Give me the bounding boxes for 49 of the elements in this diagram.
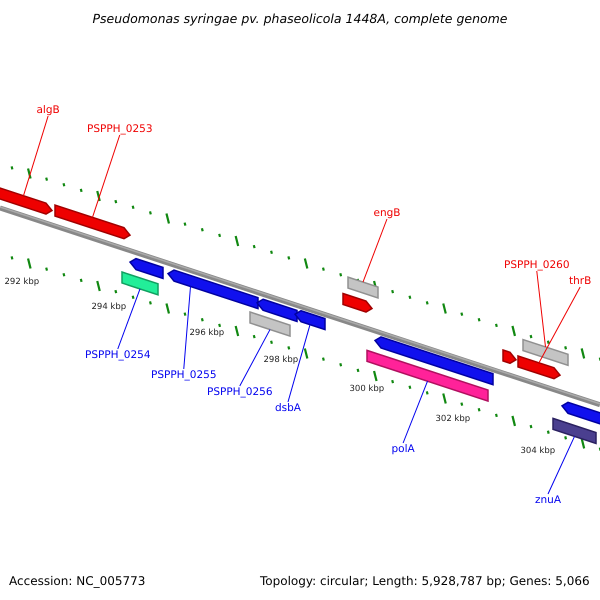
gene-feature — [249, 310, 291, 338]
gene-label: thrB — [569, 275, 592, 287]
leader-line — [183, 286, 191, 370]
leader-line — [538, 286, 581, 364]
scale-label: 292 kbp — [4, 277, 40, 287]
gene-label: PSPPH_0260 — [504, 259, 570, 271]
genome-info-text: Topology: circular; Length: 5,928,787 bp; Genes: 5,066 — [260, 574, 590, 588]
gene-feature — [121, 270, 159, 296]
leader-line — [23, 116, 49, 196]
title: Pseudomonas syringae pv. phaseolicola 1448A, complete genome — [92, 10, 508, 26]
gene-feature — [0, 185, 54, 215]
gene-feature — [366, 349, 489, 402]
leader-line — [362, 218, 388, 283]
gene-feature — [54, 204, 132, 240]
leader-line — [92, 134, 120, 218]
leader-line — [117, 288, 140, 350]
leader-line — [239, 329, 270, 386]
gene-feature — [294, 310, 326, 331]
gene-label: PSPPH_0253 — [87, 123, 153, 135]
scale-label: 296 kbp — [190, 328, 224, 338]
gene-label: PSPPH_0254 — [85, 349, 151, 361]
gene-feature — [522, 338, 569, 366]
scale-label: 302 kbp — [436, 414, 470, 424]
gene-feature — [342, 292, 374, 313]
gene-feature — [552, 417, 597, 445]
leader-line — [402, 380, 428, 444]
gene-label: engB — [374, 207, 400, 219]
gene-feature — [374, 336, 494, 386]
leader-line — [288, 324, 310, 402]
gene-label: znuA — [535, 494, 562, 506]
gene-label: dsbA — [275, 402, 301, 414]
gene-feature — [517, 354, 562, 380]
scale-label: 298 kbp — [264, 355, 298, 365]
scale-label: 300 kbp — [350, 384, 384, 394]
gene-label: PSPPH_0255 — [151, 369, 217, 381]
gene-label: polA — [392, 443, 415, 455]
gene-label: PSPPH_0256 — [207, 386, 273, 398]
gene-feature — [347, 276, 379, 300]
scale-label: 304 kbp — [520, 446, 556, 456]
leader-line — [548, 436, 575, 494]
gene-feature — [128, 258, 164, 280]
leader-line — [536, 270, 546, 348]
gene-feature — [502, 348, 518, 364]
gene-feature — [166, 269, 259, 310]
gene-feature — [560, 401, 600, 426]
accession-text: Accession: NC_005773 — [9, 574, 146, 588]
gene-feature — [256, 298, 298, 322]
gene-label: algB — [36, 104, 60, 116]
scale-label: 294 kbp — [92, 302, 126, 312]
